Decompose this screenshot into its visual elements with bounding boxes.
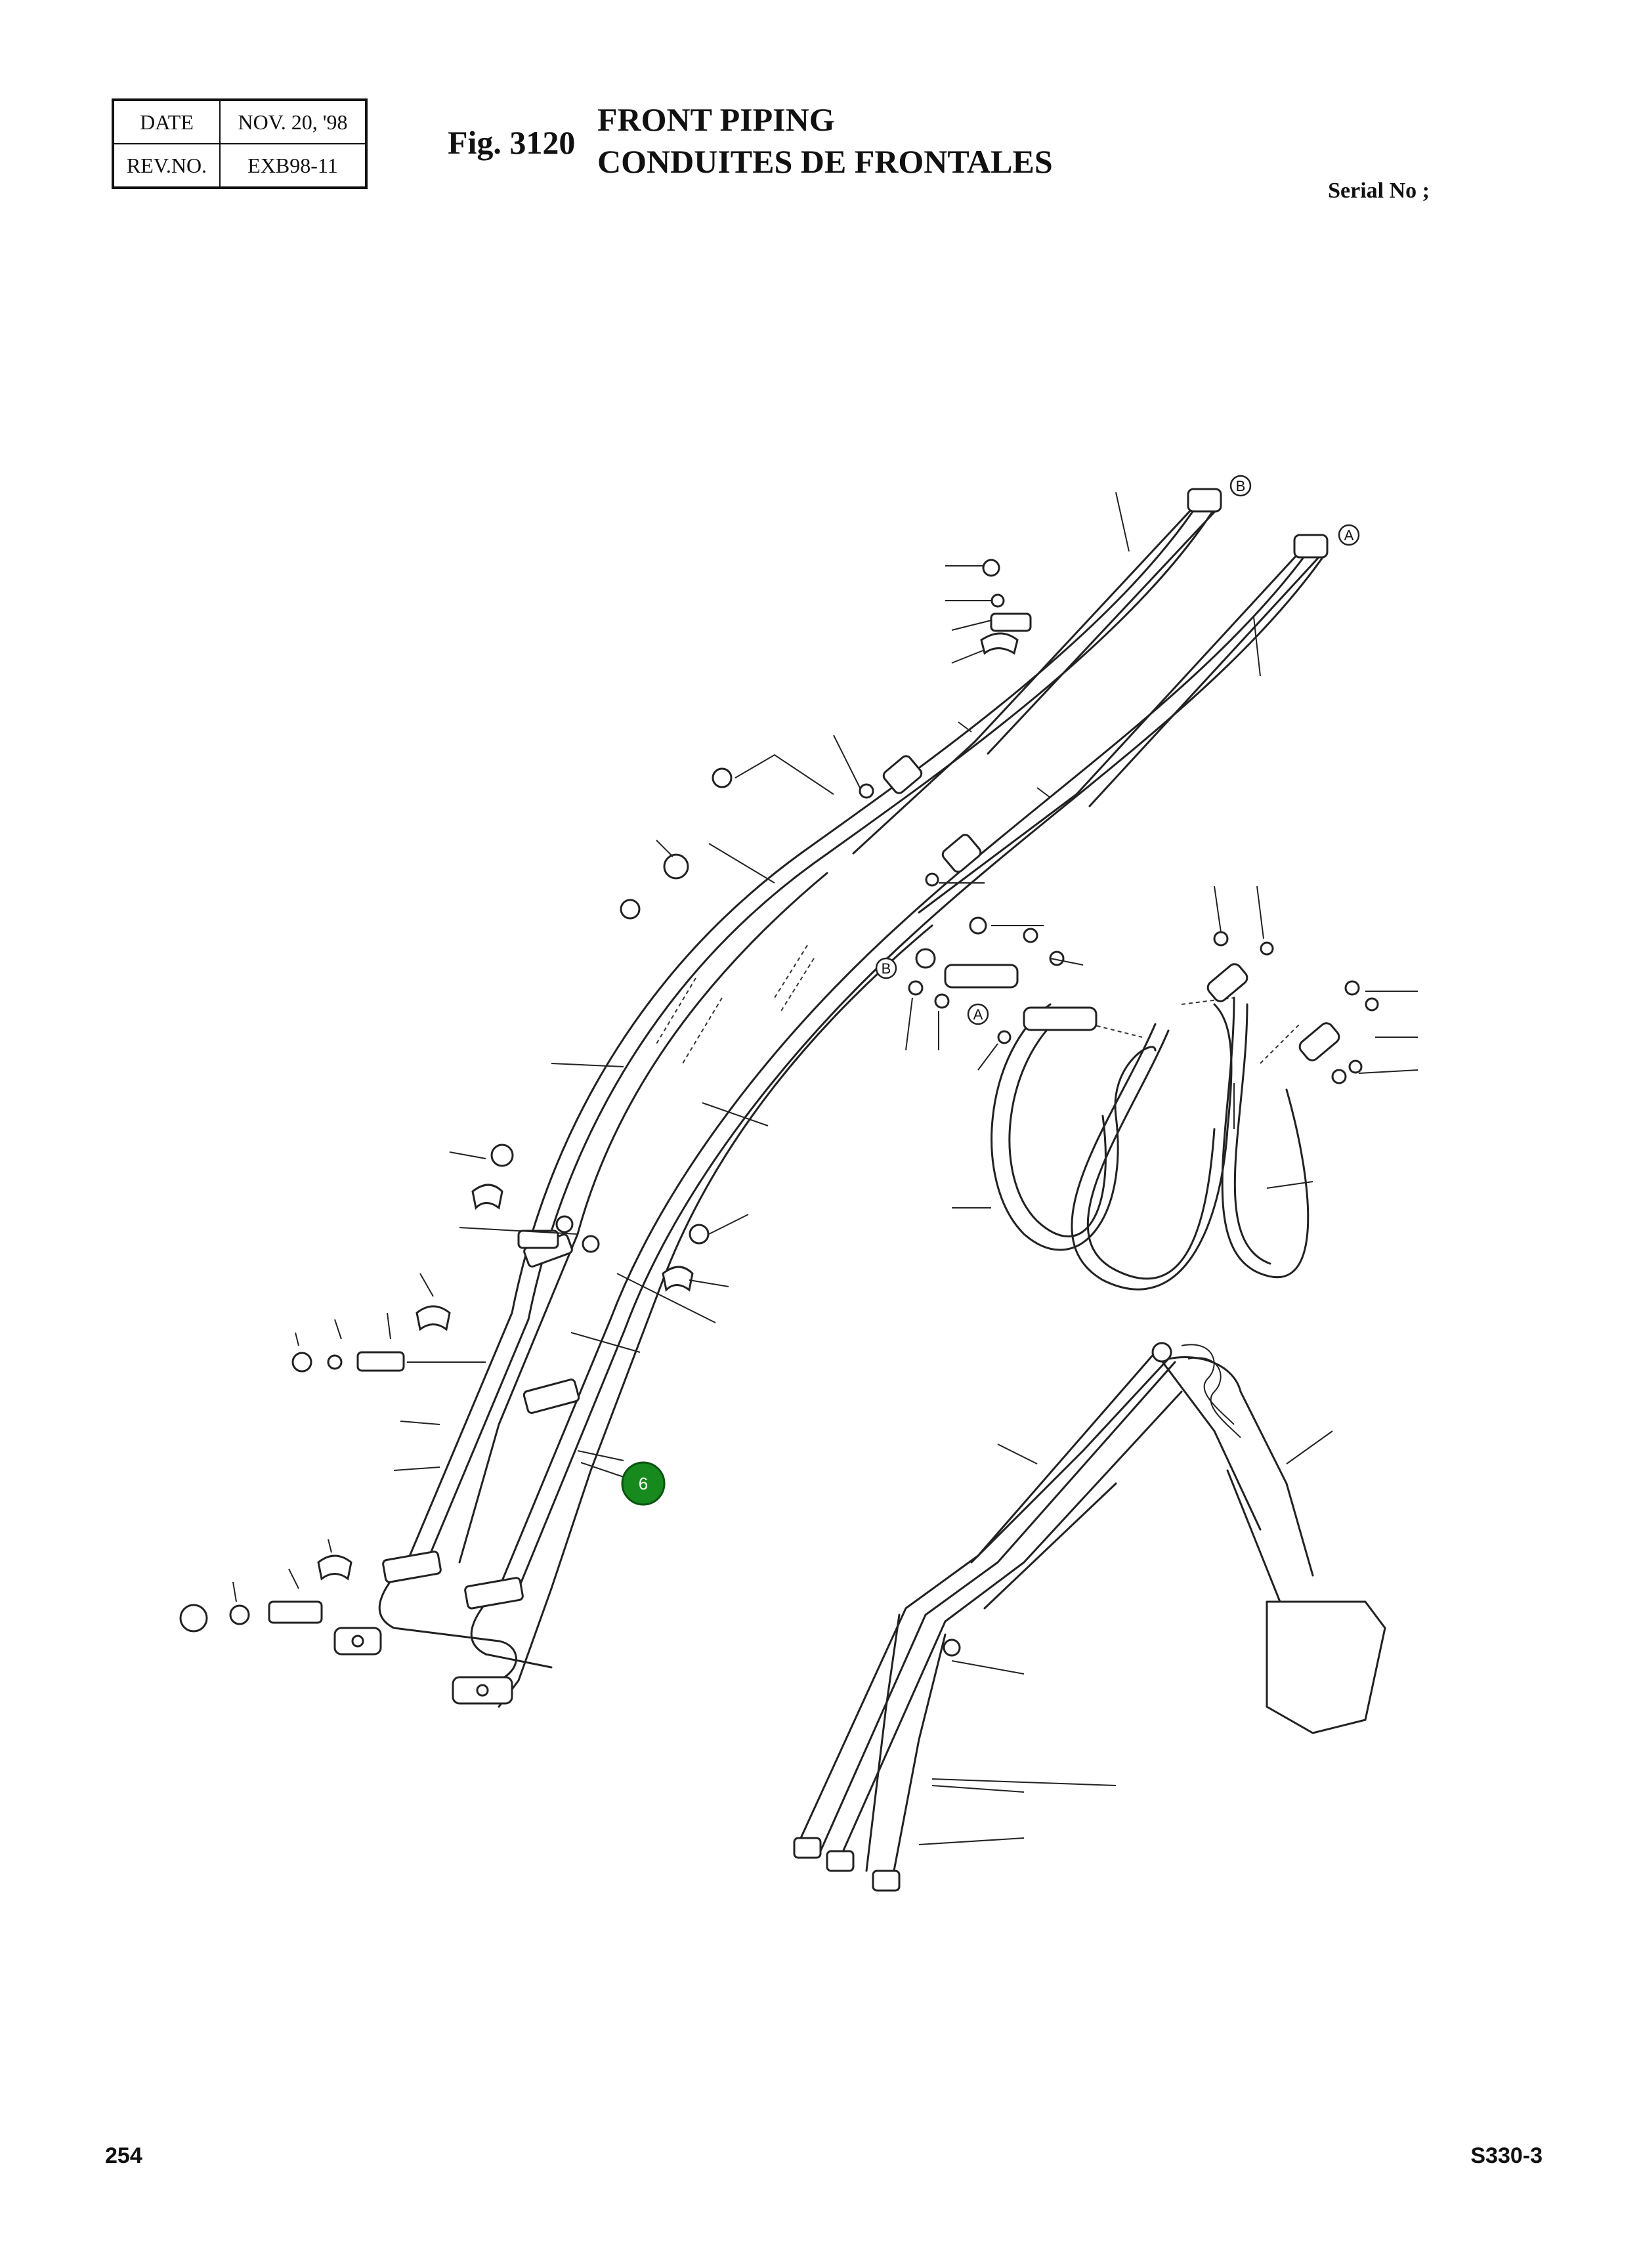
rev-label: REV.NO. [112, 143, 221, 188]
svg-text:B: B [1236, 478, 1246, 494]
callout-6[interactable]: 6 [580, 1461, 666, 1506]
leader-lines [232, 492, 1418, 1602]
page-number: 254 [105, 2143, 142, 2168]
title-english: FRONT PIPING [597, 101, 835, 138]
rev-value: EXB98-11 [219, 143, 367, 188]
revision-table: DATE NOV. 20, '98 REV.NO. EXB98-11 [112, 98, 368, 189]
rev-row: REV.NO. EXB98-11 [112, 143, 367, 188]
svg-text:A: A [1344, 527, 1354, 544]
model-number: S330-3 [1470, 2143, 1543, 2168]
figure-number: Fig. 3120 [448, 124, 576, 161]
date-label: DATE [112, 99, 221, 144]
port-label-a-top: A [1338, 524, 1360, 546]
serial-number-label: Serial No ; [1328, 179, 1430, 203]
hose-loops [944, 963, 1340, 1291]
date-value: NOV. 20, '98 [219, 99, 367, 144]
svg-text:6: 6 [639, 1474, 648, 1493]
small-parts [179, 559, 1379, 1633]
port-label-a-mid: A [967, 1003, 989, 1025]
port-label-b-mid: B [875, 957, 897, 979]
excavator-overview [793, 1342, 1386, 1892]
upper-arm-pipes [852, 488, 1329, 914]
boom-pipe-bundle [333, 498, 1326, 1708]
svg-text:B: B [882, 960, 891, 977]
figure-title: FRONT PIPING CONDUITES DE FRONTALES [597, 98, 1053, 182]
port-label-b-top: B [1229, 475, 1252, 497]
date-row: DATE NOV. 20, '98 [112, 99, 367, 144]
title-french: CONDUITES DE FRONTALES [597, 143, 1053, 180]
svg-text:A: A [973, 1006, 983, 1023]
